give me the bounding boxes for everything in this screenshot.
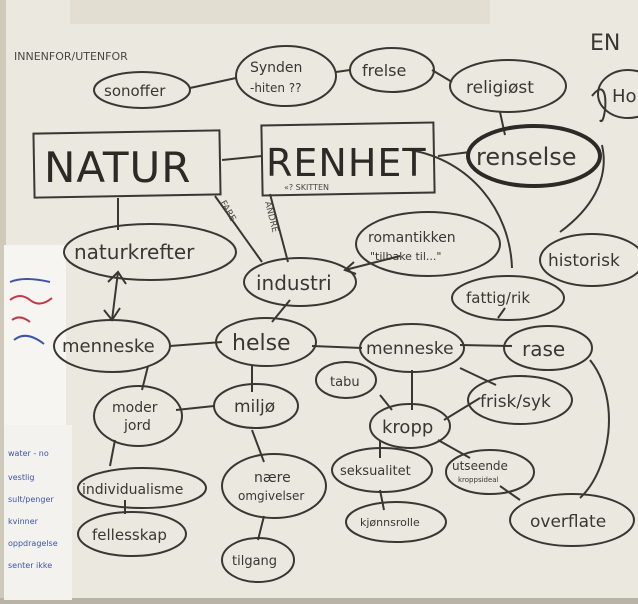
node-rase: rase [522, 337, 565, 361]
node-naere-2: omgivelser [238, 489, 304, 503]
node-mor-jord-2: jord [123, 418, 151, 434]
node-renhet: RENHET [266, 141, 427, 185]
paper-bottom-edge [0, 598, 638, 604]
node-menneske-center: menneske [366, 339, 454, 359]
node-utseende-1: utseende [452, 459, 508, 473]
svg-text:water - no: water - no [8, 449, 49, 458]
side-sheet-lower [4, 425, 72, 600]
node-naturkrefter: naturkrefter [74, 240, 195, 264]
node-overflate: overflate [530, 512, 606, 532]
side-sheet-text: water - no vestlig sult/penger kvinner o… [8, 449, 58, 570]
node-renselse: renselse [476, 143, 577, 171]
node-fattigdom: fattig/rik [466, 289, 530, 307]
side-sheet-marks [9, 278, 53, 345]
node-synden-2: -hiten ?? [250, 81, 302, 95]
node-menneske-left: menneske [62, 336, 155, 357]
svg-text:kvinner: kvinner [8, 517, 39, 526]
node-frelse: frelse [362, 61, 406, 80]
node-individualisme: individualisme [82, 482, 183, 498]
node-natur: NATUR [44, 143, 191, 192]
node-historisk: historisk [548, 251, 620, 271]
node-synden-1: Synden [250, 60, 302, 76]
renselse-ring [466, 124, 602, 188]
node-mor-jord-1: moder [112, 400, 158, 416]
svg-text:oppdragelse: oppdragelse [8, 539, 58, 548]
node-ho-fragment: Ho [612, 86, 637, 107]
paper-sheet [6, 0, 638, 604]
node-utseende-2: kroppsideal [458, 476, 499, 484]
node-helse: helse [232, 331, 291, 356]
node-sonoffer: sonoffer [104, 82, 166, 100]
node-romantikken-1: romantikken [368, 230, 456, 246]
double-arrow-icon [103, 270, 127, 322]
paper-top-fold [70, 0, 490, 24]
node-kjonnshet: kjønnsrolle [360, 516, 420, 529]
node-naere-1: nære [254, 470, 291, 486]
svg-text:sult/penger: sult/penger [8, 495, 54, 504]
node-industri: industri [256, 271, 332, 295]
node-tilgang: tilgang [232, 554, 277, 569]
node-romantikken-2: "tilbake til..." [370, 250, 441, 263]
node-frisk-syk: frisk/syk [480, 392, 551, 412]
node-religiost: religiøst [466, 78, 534, 98]
arrowhead-icon [343, 261, 357, 275]
node-fellesskap: fellesskap [92, 526, 167, 544]
header-label: INNENFOR/UTENFOR [14, 50, 128, 63]
node-shapes [32, 45, 638, 583]
node-miljo: miljø [234, 397, 275, 417]
node-renhet-sub: «? SKITTEN [284, 183, 329, 192]
svg-text:senter ikke: senter ikke [8, 561, 52, 570]
node-kropp: kropp [382, 417, 433, 438]
node-tabu: tabu [330, 375, 360, 390]
svg-text:vestlig: vestlig [8, 473, 34, 482]
node-seksualitet: seksualitet [340, 464, 411, 479]
header-fragment: EN [590, 31, 620, 56]
